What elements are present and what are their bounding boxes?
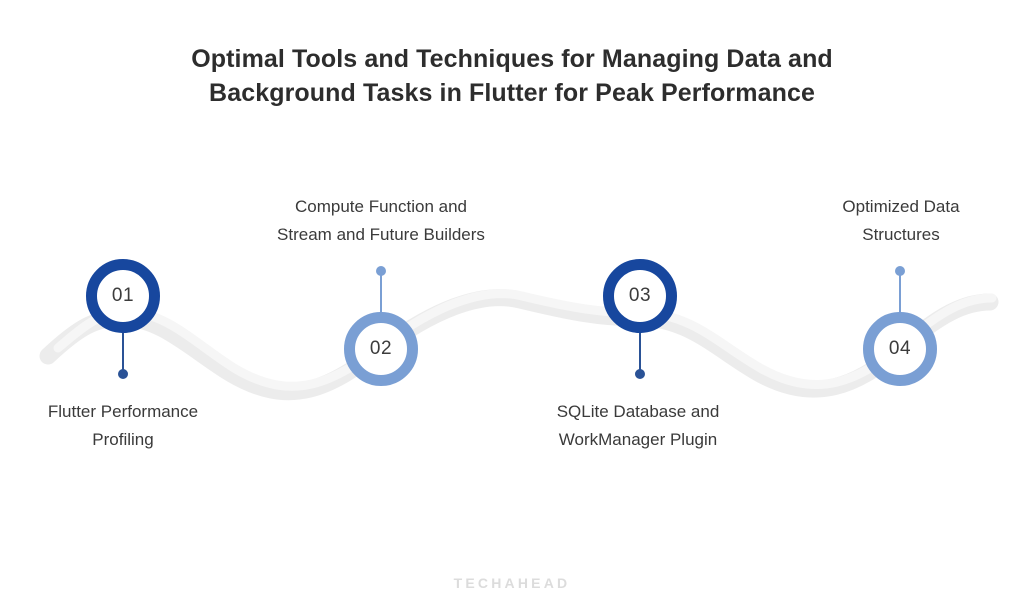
caption-line-2: Profiling <box>92 430 154 449</box>
step-caption-01: Flutter Performance Profiling <box>0 398 273 454</box>
connector-dot-icon <box>118 369 128 379</box>
step-ring-02[interactable]: 02 <box>344 312 418 386</box>
caption-line-2: Stream and Future Builders <box>277 225 485 244</box>
step-number-02: 02 <box>369 338 393 359</box>
step-caption-04: Optimized Data Structures <box>751 193 1024 249</box>
connector-dot-icon <box>376 266 386 276</box>
timeline-node-04[interactable]: 04 <box>863 266 937 386</box>
caption-line-2: WorkManager Plugin <box>558 430 718 449</box>
timeline-node-03[interactable]: 03 <box>603 259 677 379</box>
title-line-1: Optimal Tools and Techniques for Managin… <box>191 45 833 73</box>
connector-dot-icon <box>895 266 905 276</box>
connector-dot-icon <box>635 369 645 379</box>
caption-line-1: Flutter Performance <box>47 402 199 421</box>
brand-watermark: TECHAHEAD <box>453 575 571 591</box>
step-number-03: 03 <box>628 285 652 306</box>
step-caption-03: SQLite Database and WorkManager Plugin <box>488 398 788 454</box>
caption-line-1: Optimized Data <box>842 197 960 216</box>
connector-line <box>639 327 641 373</box>
caption-line-2: Structures <box>862 225 940 244</box>
step-number-04: 04 <box>888 338 912 359</box>
step-caption-02: Compute Function and Stream and Future B… <box>231 193 531 249</box>
title-line-2: Background Tasks in Flutter for Peak Per… <box>209 79 815 107</box>
step-ring-01[interactable]: 01 <box>86 259 160 333</box>
step-ring-03[interactable]: 03 <box>603 259 677 333</box>
timeline-node-02[interactable]: 02 <box>344 266 418 386</box>
page-title: Optimal Tools and Techniques for Managin… <box>0 42 1024 110</box>
connector-line <box>122 327 124 373</box>
caption-line-1: Compute Function and <box>295 197 467 216</box>
caption-line-1: SQLite Database and <box>556 402 720 421</box>
step-ring-04[interactable]: 04 <box>863 312 937 386</box>
step-number-01: 01 <box>111 285 135 306</box>
timeline-node-01[interactable]: 01 <box>86 259 160 379</box>
